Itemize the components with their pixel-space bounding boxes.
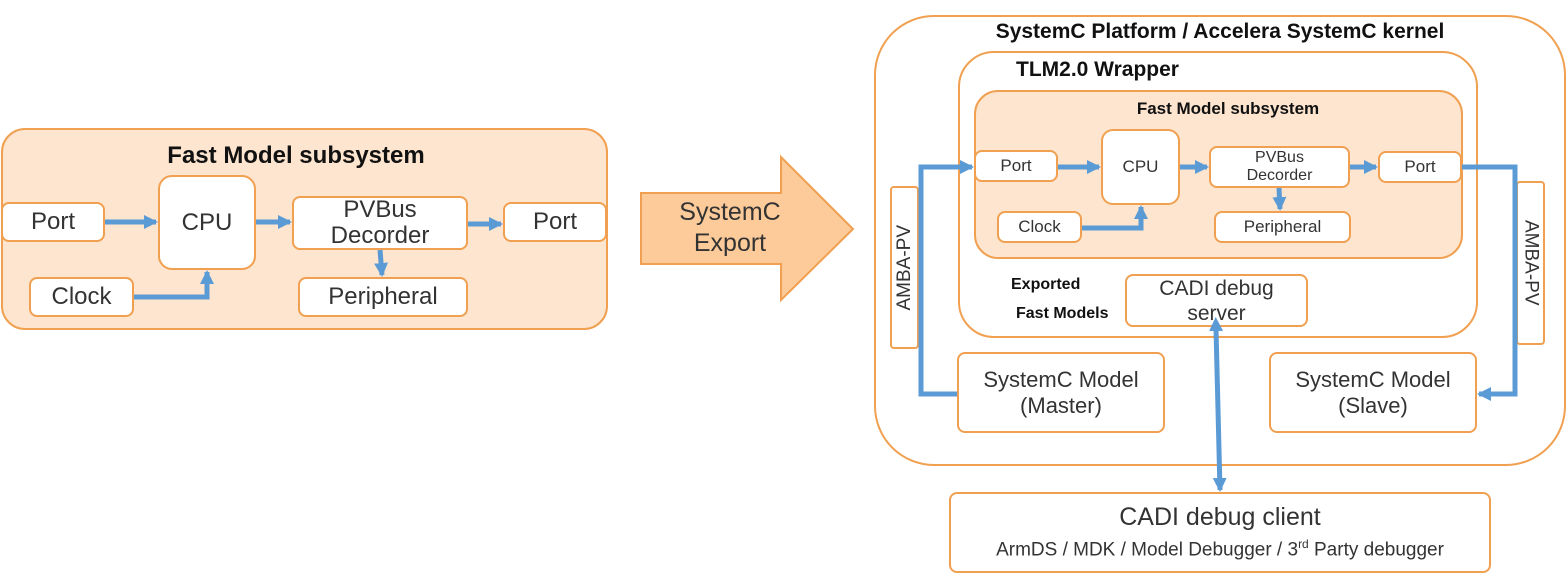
inner-pvbus-decoder: PVBus Decorder bbox=[1209, 146, 1350, 188]
exported-label-line1: Exported bbox=[1011, 276, 1081, 293]
left-pvbus-line2: Decorder bbox=[330, 222, 430, 249]
inner-clock: Clock bbox=[997, 211, 1082, 243]
master-line2: (Master) bbox=[1020, 392, 1102, 418]
export-arrow-line1: SystemC bbox=[679, 198, 781, 226]
cadi-server-line2: server bbox=[1187, 301, 1246, 325]
left-cpu: CPU bbox=[158, 175, 256, 270]
exported-label-line2: Fast Models bbox=[1016, 305, 1109, 322]
amba-pv-left: AMBA-PV bbox=[890, 186, 919, 349]
inner-cpu: CPU bbox=[1101, 129, 1180, 205]
cadi-debug-client: CADI debug client ArmDS / MDK / Model De… bbox=[949, 492, 1491, 573]
left-peripheral: Peripheral bbox=[298, 277, 468, 317]
cadi-client-subtitle-post: Party debugger bbox=[1308, 539, 1444, 561]
left-port-out: Port bbox=[503, 202, 607, 242]
left-pvbus-line1: PVBus bbox=[343, 196, 417, 223]
cadi-client-subtitle: ArmDS / MDK / Model Debugger / 3rd Party… bbox=[996, 532, 1444, 562]
inner-pvbus-line2: Decorder bbox=[1246, 167, 1313, 184]
export-arrow-label: SystemC Export bbox=[645, 195, 815, 261]
cadi-client-subtitle-sup: rd bbox=[1298, 537, 1309, 552]
systemc-model-slave: SystemC Model (Slave) bbox=[1269, 352, 1477, 433]
inner-peripheral: Peripheral bbox=[1214, 211, 1351, 243]
amba-pv-left-label: AMBA-PV bbox=[893, 224, 915, 311]
slave-line1: SystemC Model bbox=[1295, 366, 1451, 392]
inner-port-in: Port bbox=[974, 150, 1058, 182]
left-pvbus-decoder: PVBus Decorder bbox=[292, 196, 468, 250]
cadi-client-subtitle-pre: ArmDS / MDK / Model Debugger / 3 bbox=[996, 539, 1299, 561]
left-port-in: Port bbox=[1, 202, 105, 242]
slave-line2: (Slave) bbox=[1338, 392, 1408, 418]
inner-pvbus-line1: PVBus bbox=[1255, 149, 1304, 166]
left-clock: Clock bbox=[29, 277, 134, 317]
systemc-platform-title: SystemC Platform / Accelera SystemC kern… bbox=[995, 20, 1445, 43]
amba-pv-right: AMBA-PV bbox=[1516, 181, 1545, 345]
export-arrow-line2: Export bbox=[693, 229, 767, 257]
cadi-debug-server: CADI debug server bbox=[1125, 274, 1308, 327]
left-subsystem-title: Fast Model subsystem bbox=[167, 142, 425, 169]
inner-port-out: Port bbox=[1378, 151, 1462, 183]
master-line1: SystemC Model bbox=[983, 366, 1139, 392]
inner-subsystem-title: Fast Model subsystem bbox=[1136, 99, 1320, 118]
tlm-wrapper-title: TLM2.0 Wrapper bbox=[1016, 58, 1179, 81]
systemc-model-master: SystemC Model (Master) bbox=[957, 352, 1165, 433]
amba-pv-right-label: AMBA-PV bbox=[1520, 220, 1542, 306]
cadi-client-title: CADI debug client bbox=[1119, 503, 1321, 532]
cadi-server-line1: CADI debug bbox=[1159, 276, 1274, 300]
